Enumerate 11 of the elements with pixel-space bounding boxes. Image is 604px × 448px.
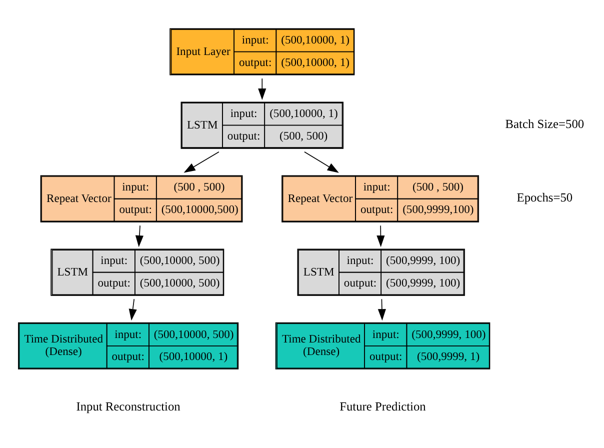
arrow (258, 78, 266, 100)
arrow (376, 225, 385, 248)
label: Input Reconstruction (76, 400, 180, 414)
arrow (184, 151, 220, 173)
label: Batch Size=500 (505, 117, 584, 132)
label: Epochs=50 (516, 190, 573, 205)
arrow (135, 225, 144, 248)
arrow (128, 298, 137, 321)
arrow (378, 298, 386, 321)
arrow (304, 151, 339, 173)
label: Future Prediction (340, 400, 426, 414)
